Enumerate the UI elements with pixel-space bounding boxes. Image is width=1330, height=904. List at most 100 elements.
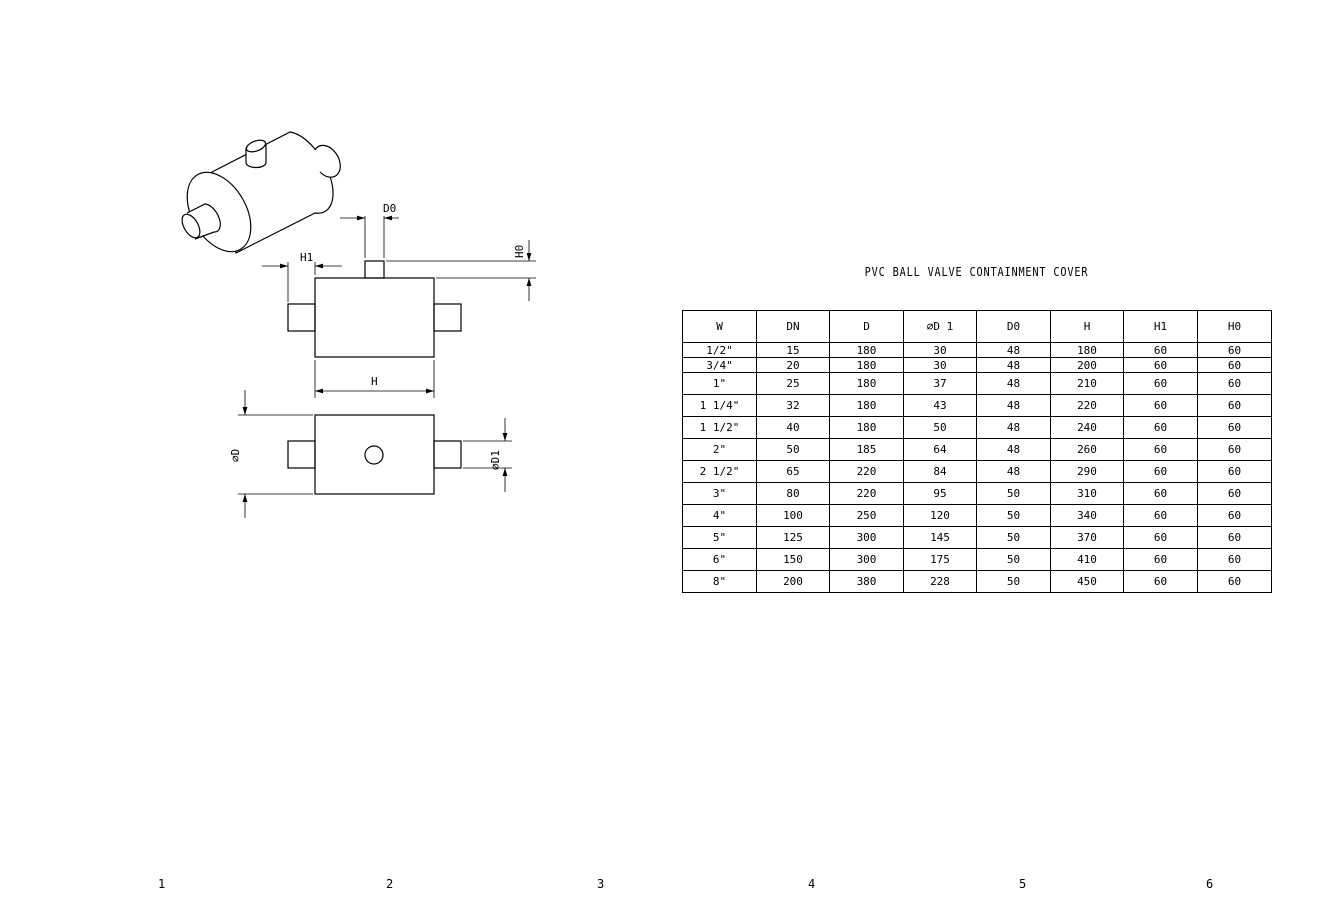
table-cell: 50 (976, 526, 1051, 549)
table-cell: 6" (682, 548, 757, 571)
table-cell: 1" (682, 372, 757, 395)
table-cell: 220 (829, 460, 904, 483)
table-cell: 60 (1123, 460, 1198, 483)
table-cell: 220 (1050, 394, 1124, 417)
table-cell: 64 (903, 438, 977, 461)
header-h1: H1 (1123, 310, 1198, 343)
frame-column-number: 1 (158, 877, 166, 891)
table-cell: 60 (1197, 482, 1272, 505)
table-cell: 2" (682, 438, 757, 461)
table-cell: 60 (1123, 394, 1198, 417)
header-h: H (1050, 310, 1124, 343)
table-cell: 380 (829, 570, 904, 593)
dimension-lines (238, 215, 536, 518)
table-cell: 60 (1197, 357, 1272, 373)
table-cell: 60 (1197, 504, 1272, 527)
table-title: PVC BALL VALVE CONTAINMENT COVER (864, 265, 1089, 279)
table-cell: 220 (829, 482, 904, 505)
table-cell: 50 (976, 504, 1051, 527)
table-cell: 340 (1050, 504, 1124, 527)
table-cell: 60 (1197, 526, 1272, 549)
table-cell: 48 (976, 460, 1051, 483)
table-cell: 1 1/2" (682, 416, 757, 439)
table-cell: 50 (976, 548, 1051, 571)
table-cell: 80 (756, 482, 830, 505)
dim-label-d0: D0 (383, 202, 396, 215)
table-cell: 200 (1050, 357, 1124, 373)
table-cell: 20 (756, 357, 830, 373)
table-cell: 60 (1123, 570, 1198, 593)
table-cell: 1/2" (682, 342, 757, 358)
table-cell: 260 (1050, 438, 1124, 461)
table-cell: 84 (903, 460, 977, 483)
table-cell: 1 1/4" (682, 394, 757, 417)
table-cell: 240 (1050, 416, 1124, 439)
table-cell: 48 (976, 416, 1051, 439)
isometric-view (181, 131, 341, 254)
table-cell: 2 1/2" (682, 460, 757, 483)
table-cell: 4" (682, 504, 757, 527)
table-cell: 50 (903, 416, 977, 439)
table-cell: 32 (756, 394, 830, 417)
table-cell: 180 (829, 357, 904, 373)
table-cell: 175 (903, 548, 977, 571)
frame-column-number: 6 (1206, 877, 1214, 891)
table-cell: 60 (1197, 342, 1272, 358)
table-cell: 25 (756, 372, 830, 395)
table-cell: 180 (1050, 342, 1124, 358)
dim-label-h1: H1 (300, 251, 313, 264)
table-cell: 370 (1050, 526, 1124, 549)
table-cell: 65 (756, 460, 830, 483)
top-view (287, 414, 462, 495)
table-cell: 180 (829, 394, 904, 417)
table-cell: 300 (829, 548, 904, 571)
frame-column-number: 2 (386, 877, 394, 891)
table-cell: 180 (829, 372, 904, 395)
dim-label-h: H (371, 375, 378, 388)
table-cell: 180 (829, 342, 904, 358)
table-cell: 185 (829, 438, 904, 461)
table-cell: 95 (903, 482, 977, 505)
table-cell: 15 (756, 342, 830, 358)
table-cell: 50 (976, 482, 1051, 505)
table-cell: 60 (1123, 548, 1198, 571)
table-cell: 48 (976, 394, 1051, 417)
header-d0: D0 (976, 310, 1051, 343)
table-cell: 60 (1197, 438, 1272, 461)
header-dn: DN (756, 310, 830, 343)
table-cell: 48 (976, 372, 1051, 395)
table-cell: 3" (682, 482, 757, 505)
table-cell: 43 (903, 394, 977, 417)
table-cell: 60 (1123, 372, 1198, 395)
table-cell: 48 (976, 357, 1051, 373)
table-cell: 50 (756, 438, 830, 461)
table-cell: 30 (903, 357, 977, 373)
table-cell: 410 (1050, 548, 1124, 571)
table-cell: 60 (1123, 504, 1198, 527)
dim-label-d1: ∅D1 (489, 450, 502, 470)
table-cell: 60 (1123, 342, 1198, 358)
table-cell: 60 (1197, 416, 1272, 439)
table-cell: 8" (682, 570, 757, 593)
table-cell: 5" (682, 526, 757, 549)
header-h0: H0 (1197, 310, 1272, 343)
table-header-row: W DN D ∅D 1 D0 H H1 H0 (682, 310, 1272, 343)
table-cell: 60 (1197, 548, 1272, 571)
table-cell: 228 (903, 570, 977, 593)
table-cell: 120 (903, 504, 977, 527)
table-cell: 3/4" (682, 357, 757, 373)
table-cell: 290 (1050, 460, 1124, 483)
frame-column-number: 5 (1019, 877, 1027, 891)
table-cell: 125 (756, 526, 830, 549)
dim-label-h0: H0 (513, 245, 526, 258)
table-cell: 250 (829, 504, 904, 527)
